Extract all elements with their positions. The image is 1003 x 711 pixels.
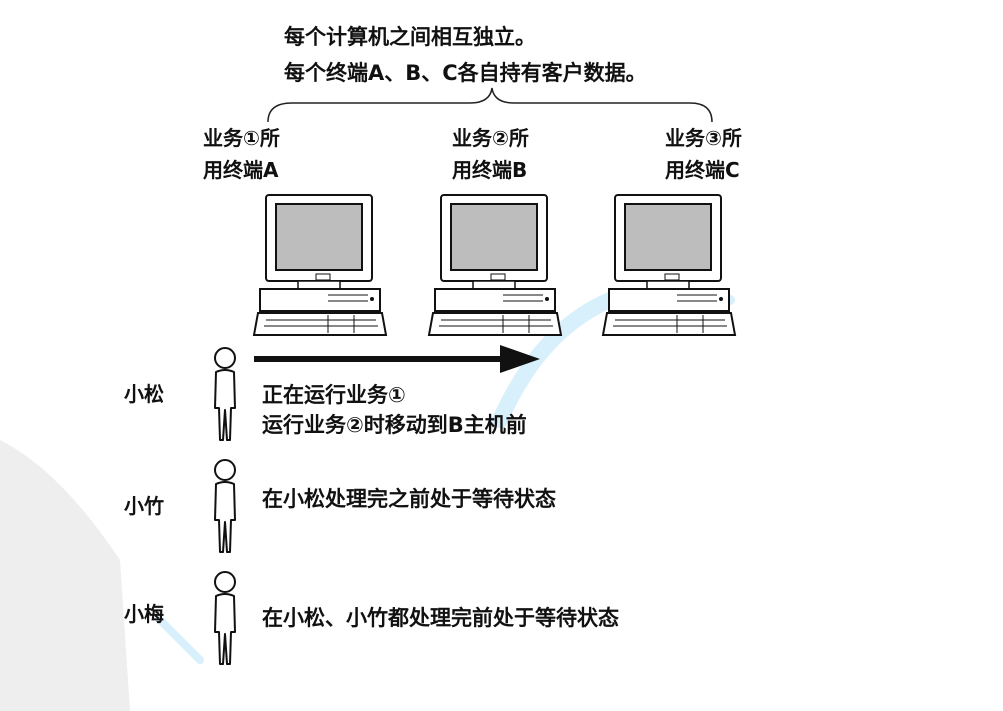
person-xiaozhu-text: 在小松处理完之前处于等待状态 [262,487,556,511]
terminal-b-label-line-2: 用终端B [452,158,528,182]
person-xiaosong-icon [214,347,236,441]
terminal-b-label-line-1: 业务②所 [452,126,529,150]
header-line-1: 每个计算机之间相互独立。 [284,25,536,49]
person-xiaosong-text-2: 运行业务②时移动到B主机前 [262,413,527,437]
terminal-a-label-line-1: 业务①所 [203,126,280,150]
person-name-xiaosong: 小松 [124,382,164,406]
header-line-2: 每个终端A、B、C各自持有客户数据。 [284,61,647,85]
person-xiaozhu-icon [214,459,236,553]
arrow-head-icon [500,345,540,373]
person-name-xiaozhu: 小竹 [124,494,164,518]
person-name-xiaomei: 小梅 [124,602,164,626]
terminal-a-label-line-2: 用终端A [203,158,279,182]
person-xiaomei-text: 在小松、小竹都处理完前处于等待状态 [262,606,619,630]
person-xiaosong-text-1: 正在运行业务① [262,383,406,407]
terminal-c-label-line-1: 业务③所 [665,126,742,150]
terminal-c-label-line-2: 用终端C [665,158,740,182]
person-xiaomei-icon [214,571,236,665]
